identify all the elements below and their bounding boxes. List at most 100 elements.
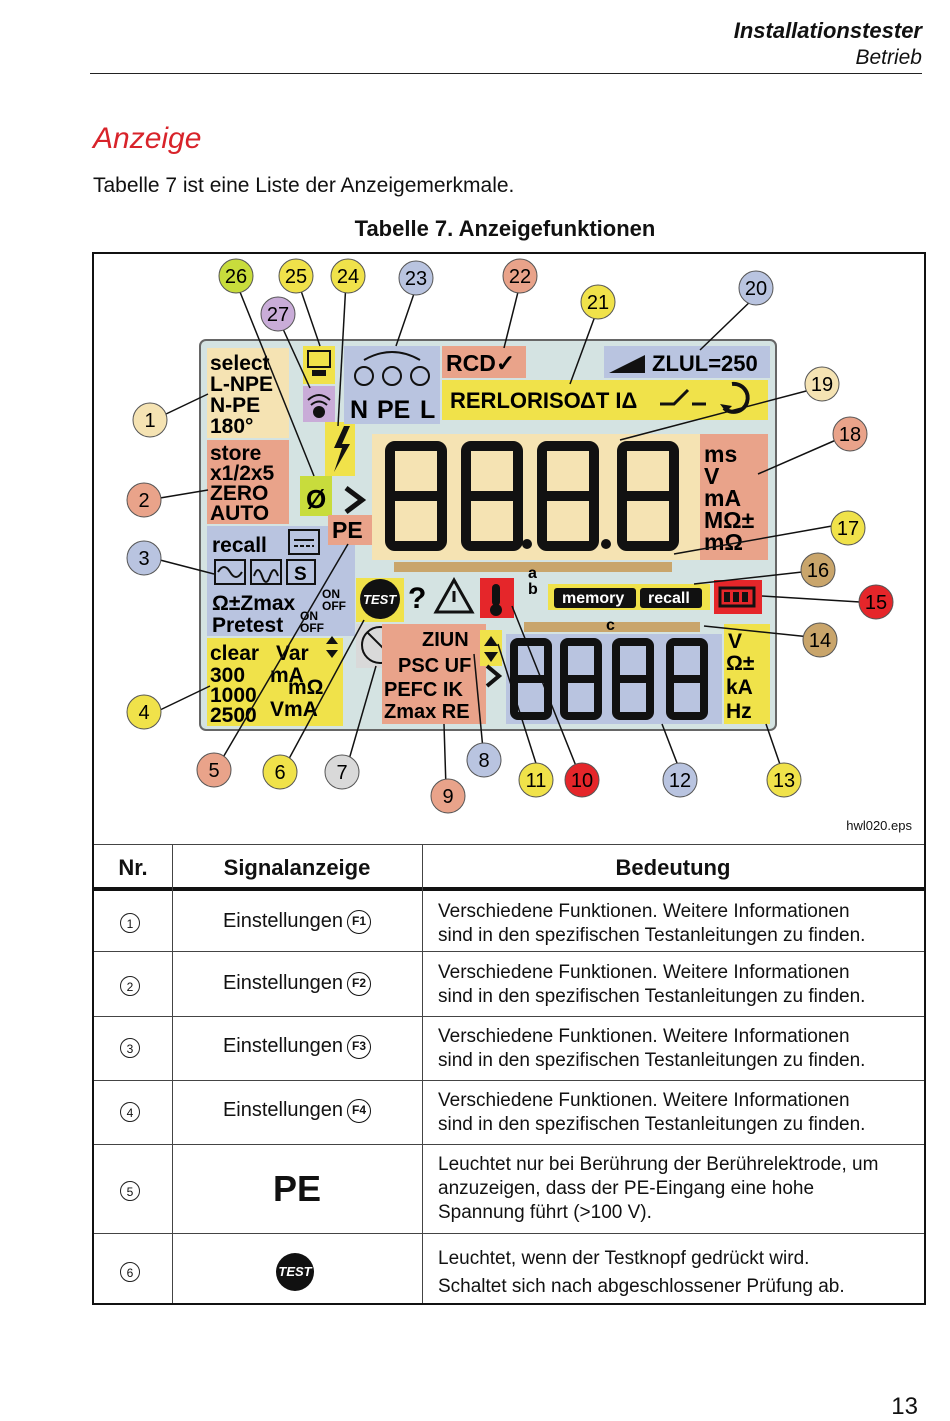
header-signal: Signalanzeige (223, 855, 371, 880)
callout-26 (218, 258, 254, 294)
unit-ma: mA (704, 485, 741, 511)
unit-bottom-v: V (728, 630, 742, 653)
terminal-n: N (350, 396, 368, 424)
callout-21 (580, 284, 616, 320)
unit-milliohm: mΩ (704, 529, 743, 555)
small-arrow-icon (484, 636, 498, 662)
unit-bottom-ka: kA (726, 676, 753, 699)
callout-label-7: 7 (336, 762, 347, 784)
dc-icon (288, 529, 320, 555)
units-bottom-block (724, 624, 770, 724)
test-button-icon: TEST (276, 1253, 314, 1291)
up-down-arrow-icon (326, 636, 338, 658)
battery-icon (718, 586, 756, 608)
rcd-symbol: RCD✓ (446, 350, 515, 376)
table-top-rule (94, 844, 924, 845)
callout-label-1: 1 (144, 410, 155, 432)
callout-label-26: 26 (225, 266, 247, 288)
phi-block (300, 476, 332, 516)
main-digits (385, 441, 679, 551)
f4-1000: 1000 (210, 684, 257, 707)
callout-label-27: 27 (267, 304, 289, 326)
switch-icon (660, 388, 706, 406)
row-5-nr: 5 (120, 1181, 140, 1201)
f2-text-0: store (210, 442, 261, 465)
header-meaning: Bedeutung (615, 855, 731, 880)
callout-label-19: 19 (811, 374, 833, 396)
callout-label-11: 11 (526, 770, 547, 792)
test-icon (360, 579, 400, 619)
f1-text-0: select (210, 352, 270, 375)
callout-17 (830, 510, 866, 546)
callout-6 (262, 754, 298, 790)
row-4-meaning: Verschiedene Funktionen. Weitere Informa… (438, 1090, 866, 1135)
memory-badge (554, 588, 636, 608)
callout-label-21: 21 (587, 292, 609, 314)
callout-label-9: 9 (442, 786, 453, 808)
header-nr: Nr. (118, 855, 148, 880)
f2-text-1: x1/2x5 (210, 462, 275, 485)
callout-label-17: 17 (837, 518, 859, 540)
f2-block (207, 440, 289, 524)
figure-id: hwl020.eps (846, 818, 912, 833)
secondary-labels-block (382, 624, 486, 724)
recall-badge (640, 588, 702, 608)
f2-key-icon: F2 (347, 972, 372, 996)
rcd-block (442, 346, 526, 378)
f1-block (207, 348, 289, 438)
callout-label-23: 23 (405, 268, 427, 290)
wireless-icon (307, 394, 331, 406)
callout-12 (662, 762, 698, 798)
small-chevron-icon (485, 664, 503, 688)
section-intro: Tabelle 7 ist eine Liste der Anzeigemerk… (93, 174, 515, 197)
warning-icon (433, 576, 475, 614)
callout-4 (126, 694, 162, 730)
f3-recall: recall (212, 534, 267, 557)
unit-mohm-pm: MΩ± (704, 507, 755, 533)
s-icon: S (294, 564, 307, 585)
callout-label-12: 12 (669, 770, 691, 792)
callout-10 (564, 762, 600, 798)
chevron-right-icon (344, 486, 367, 514)
f1-key-icon: F1 (347, 910, 372, 934)
off-label-1: OFF (322, 599, 346, 613)
callout-27 (260, 296, 296, 332)
callout-label-6: 6 (274, 762, 285, 784)
zlul-symbol: ZLUL=250 (652, 351, 758, 376)
callout-label-13: 13 (773, 770, 795, 792)
f4-mohm: mΩ (288, 676, 324, 699)
callout-3 (126, 540, 162, 576)
callout-label-5: 5 (208, 760, 219, 782)
arrows-block (480, 630, 502, 666)
ramp-icon (609, 355, 645, 373)
callout-label-3: 3 (138, 548, 149, 570)
callout-9 (430, 778, 466, 814)
memory-label: memory (562, 590, 624, 607)
computer-icon (307, 350, 331, 368)
header-title: Installationstester (733, 18, 922, 43)
question-icon: ? (408, 582, 426, 615)
f3-key-icon: F3 (347, 1035, 372, 1059)
f1-text-1: L-NPE (210, 373, 273, 396)
callout-label-10: 10 (571, 770, 593, 792)
row-6-meaning: Leuchtet, wenn der Testknopf gedrückt wi… (438, 1248, 845, 1297)
row-2-meaning: Verschiedene Funktionen. Weitere Informa… (438, 962, 866, 1007)
label-a: a (528, 565, 537, 582)
f4-ma: mA (270, 664, 304, 687)
terminal-pe-icon (382, 366, 402, 386)
col-divider-2 (422, 844, 423, 1303)
f4-key-icon: F4 (347, 1099, 372, 1123)
bar-c (524, 622, 700, 632)
off-label-2: OFF (300, 621, 324, 635)
callout-18 (832, 416, 868, 452)
delta-t-symbol: ΔT IΔ (580, 388, 637, 413)
pe-symbol: PE (332, 517, 363, 543)
row-4-nr: 4 (120, 1102, 140, 1122)
callout-19 (804, 366, 840, 402)
terminal-l-icon (410, 366, 430, 386)
row-6-nr: 6 (120, 1262, 140, 1282)
f3-pretest: Pretest (212, 614, 283, 637)
